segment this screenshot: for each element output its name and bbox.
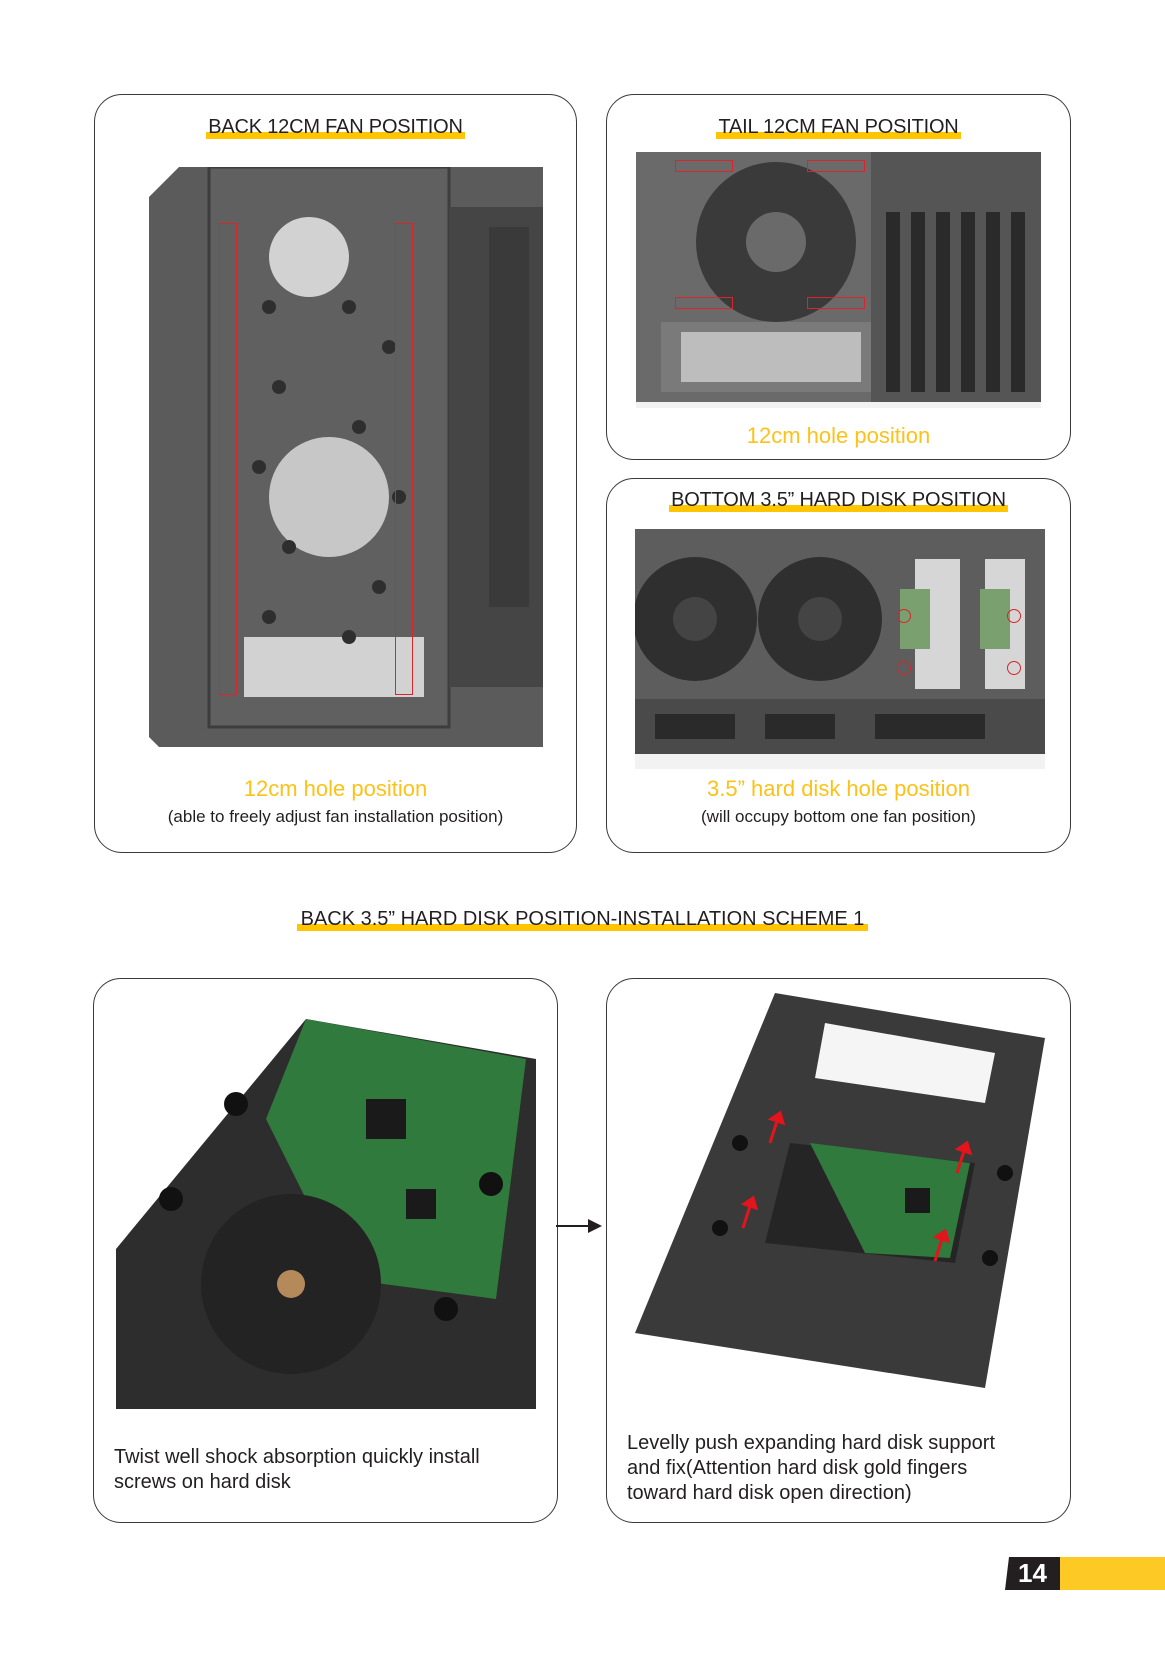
fan-slot-highlight-left (219, 223, 237, 695)
page-number-bar (1054, 1557, 1165, 1590)
fan-hole-highlight (807, 160, 865, 172)
panel-bottom-hdd: BOTTOM 3.5” HARD DISK POSITION 3.5” hard… (606, 478, 1071, 853)
panel-caption: 12cm hole position (243, 776, 428, 801)
arrow-right-icon-head (588, 1219, 602, 1233)
step-text-line: Levelly push expanding hard disk support (627, 1432, 996, 1454)
panel-title-text: BOTTOM 3.5” HARD DISK POSITION (669, 489, 1008, 512)
section-title-text: BACK 3.5” HARD DISK POSITION-INSTALLATIO… (296, 908, 869, 931)
screw-hole-highlight (1007, 661, 1021, 675)
panel-title: BOTTOM 3.5” HARD DISK POSITION (607, 489, 1070, 512)
hard-disk-with-screws-photo (116, 1019, 536, 1409)
panel-subcaption: (able to freely adjust fan installation … (167, 807, 504, 826)
step-text-line: Twist well shock absorption quickly inst… (114, 1446, 480, 1468)
push-direction-arrows (740, 1110, 973, 1262)
case-back-panel-photo (149, 167, 543, 767)
hard-disk-in-bracket-photo (635, 993, 1055, 1393)
panel-title: BACK 12CM FAN POSITION (95, 116, 576, 139)
step-text-line: and fix(Attention hard disk gold fingers (627, 1457, 968, 1479)
step-text-line: screws on hard disk (114, 1471, 291, 1493)
fan-hole-highlight (675, 297, 733, 309)
arrow-right-icon (556, 1225, 592, 1227)
fan-slot-highlight-right (395, 223, 413, 695)
step-1-text: Twist well shock absorption quickly inst… (114, 1445, 544, 1495)
panel-title-text: BACK 12CM FAN POSITION (206, 116, 465, 139)
fan-hole-highlight (807, 297, 865, 309)
case-bottom-fans-photo (635, 529, 1045, 769)
panel-back-fan: BACK 12CM FAN POSITION 12cm hole posit (94, 94, 577, 853)
step-1-panel: Twist well shock absorption quickly inst… (93, 978, 558, 1523)
section-title: BACK 3.5” HARD DISK POSITION-INSTALLATIO… (0, 908, 1165, 931)
step-2-text: Levelly push expanding hard disk support… (627, 1431, 1057, 1506)
panel-caption: 3.5” hard disk hole position (707, 776, 970, 801)
screw-hole-highlight (1007, 609, 1021, 623)
step-text-line: toward hard disk open direction) (627, 1482, 912, 1504)
screw-hole-highlight (897, 609, 911, 623)
panel-tail-fan: TAIL 12CM FAN POSITION 12cm hole positio… (606, 94, 1071, 460)
case-rear-io-photo (636, 152, 1041, 408)
panel-title: TAIL 12CM FAN POSITION (607, 116, 1070, 139)
step-2-panel: Levelly push expanding hard disk support… (606, 978, 1071, 1523)
panel-caption: 12cm hole position (746, 423, 931, 448)
fan-hole-highlight (675, 160, 733, 172)
panel-subcaption: (will occupy bottom one fan position) (701, 807, 976, 826)
screw-hole-highlight (897, 661, 911, 675)
page-number: 14 (1005, 1557, 1060, 1590)
panel-title-text: TAIL 12CM FAN POSITION (716, 116, 961, 139)
